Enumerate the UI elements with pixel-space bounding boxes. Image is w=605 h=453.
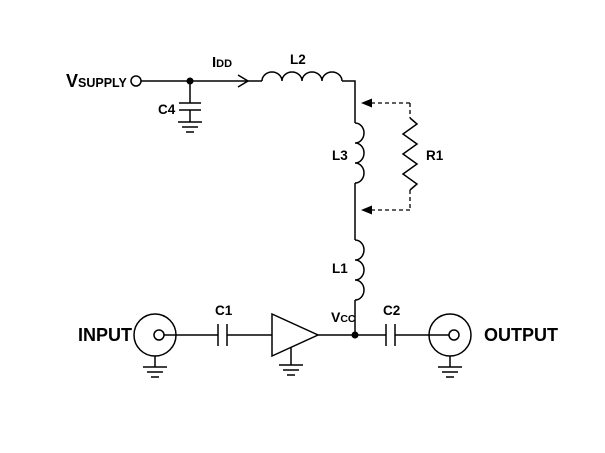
r1-label: R1 xyxy=(426,148,444,163)
l2-label: L2 xyxy=(290,52,306,67)
vcc-node-dot xyxy=(351,331,359,339)
ground-c4-icon xyxy=(178,121,202,133)
vsupply-terminal xyxy=(130,75,142,87)
ground-output-icon xyxy=(438,356,462,378)
ground-amp-icon xyxy=(279,347,303,376)
vsupply-label: VSUPPLY xyxy=(66,71,128,91)
c2-label: C2 xyxy=(383,303,400,318)
ground-input-icon xyxy=(143,356,167,378)
output-connector xyxy=(428,313,472,357)
c4-label: C4 xyxy=(158,102,176,117)
capacitor-c4 xyxy=(179,84,201,122)
r1-top-arrowhead-icon xyxy=(361,98,372,108)
input-label: INPUT xyxy=(78,325,132,345)
capacitor-c2 xyxy=(385,324,396,346)
supply-node-dot xyxy=(186,77,194,85)
input-connector xyxy=(133,313,177,357)
l3-label: L3 xyxy=(332,148,348,163)
resistor-r1 xyxy=(361,98,419,215)
capacitor-c1 xyxy=(217,324,228,346)
c1-label: C1 xyxy=(215,303,233,318)
inductor-l2 xyxy=(261,71,343,82)
vcc-label: VCC xyxy=(331,309,356,325)
amplifier-symbol xyxy=(271,312,320,358)
wire-l2-to-l3 xyxy=(342,80,356,123)
inductor-l1 xyxy=(354,239,365,301)
r1-bottom-arrowhead-icon xyxy=(361,205,372,215)
l1-label: L1 xyxy=(332,261,348,276)
idd-label: IDD xyxy=(212,54,232,71)
idd-arrow-icon xyxy=(237,74,250,88)
inductor-l3 xyxy=(354,122,365,184)
output-label: OUTPUT xyxy=(484,325,558,345)
